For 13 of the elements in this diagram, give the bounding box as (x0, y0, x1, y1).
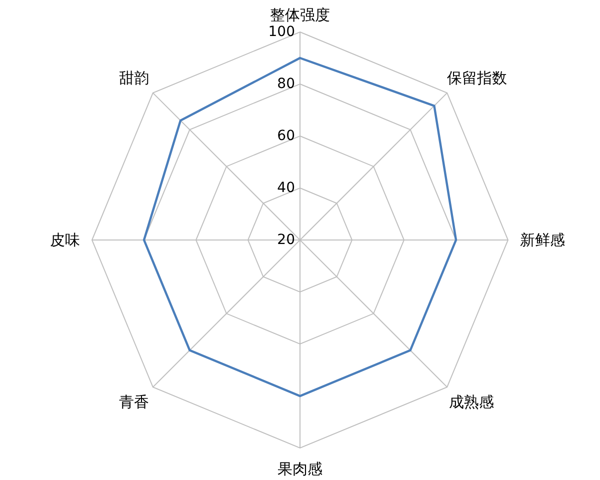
category-label: 新鲜感 (520, 231, 565, 249)
axis-tick-label: 80 (277, 76, 295, 92)
category-label: 成熟感 (448, 392, 494, 411)
category-label: 甜韵 (118, 69, 149, 88)
category-label: 整体强度 (270, 6, 330, 24)
category-label: 果肉感 (278, 460, 322, 478)
category-label: 皮味 (50, 231, 80, 249)
category-label: 保留指数 (446, 69, 507, 88)
axis-tick-label: 60 (277, 128, 295, 144)
category-label: 青香 (118, 392, 149, 411)
axis-tick-label: 20 (277, 232, 295, 248)
axis-tick-label: 100 (268, 24, 295, 40)
axis-tick-label: 40 (277, 180, 295, 196)
